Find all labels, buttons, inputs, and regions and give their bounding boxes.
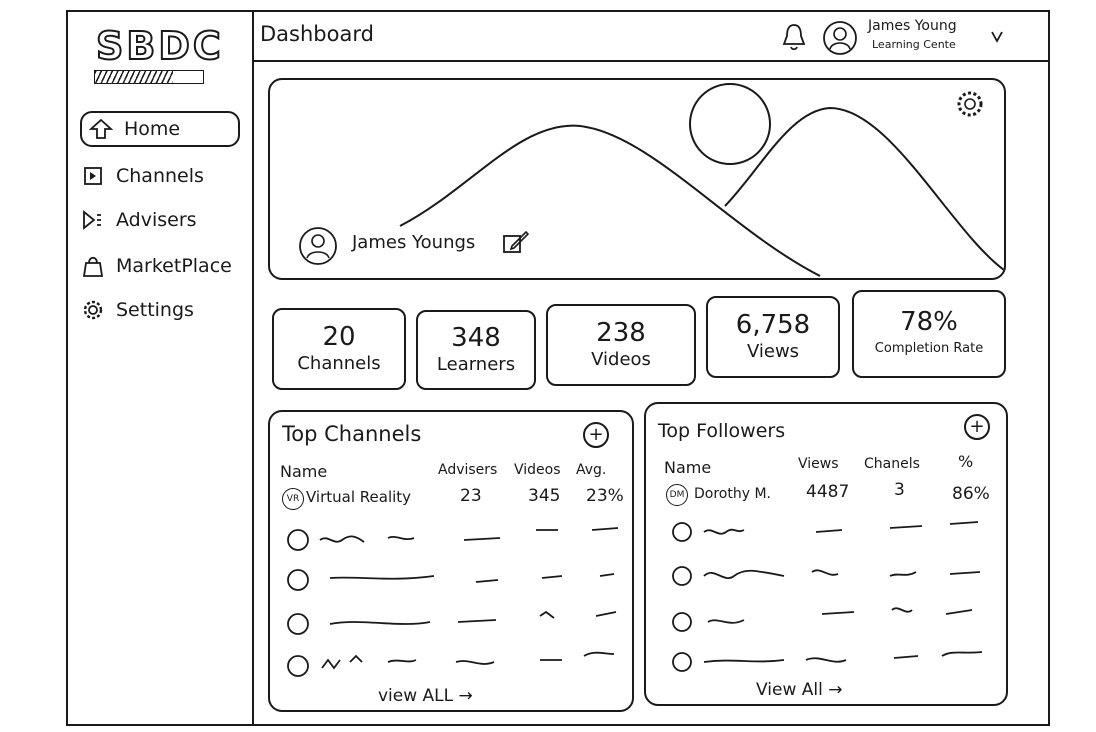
megaphone-icon (80, 207, 106, 233)
top-channels-panel (268, 410, 634, 712)
edit-icon[interactable] (502, 228, 530, 256)
sidebar-item-label: Advisers (116, 209, 197, 231)
table-cell-channels: 3 (894, 480, 905, 500)
profile-name: James Youngs (352, 232, 476, 253)
page-title: Dashboard (260, 22, 374, 46)
table-cell-name[interactable]: Dorothy M. (694, 486, 771, 502)
sidebar (66, 10, 254, 726)
view-all-followers-link[interactable]: View All → (756, 680, 843, 700)
channel-icon: VR (282, 488, 304, 510)
sidebar-item-label: Channels (116, 165, 204, 187)
stat-card-views[interactable]: 6,758 Views (706, 296, 840, 378)
gear-icon (80, 297, 106, 323)
placeholder-rows (287, 527, 619, 677)
column-header: Name (664, 458, 712, 477)
sidebar-item-advisers[interactable]: Advisers (80, 202, 197, 238)
top-followers-title: Top Followers (658, 420, 786, 442)
logo-progress-bar (94, 70, 204, 84)
sidebar-item-marketplace[interactable]: MarketPlace (80, 248, 232, 284)
column-header: Avg. (576, 462, 607, 478)
column-header: Advisers (438, 462, 498, 478)
top-bar (254, 10, 1050, 62)
stat-label: Completion Rate (874, 341, 984, 356)
table-cell-advisers: 23 (460, 486, 482, 506)
profile-banner: James Youngs (268, 78, 1006, 280)
user-organization: Learning Cente (872, 38, 956, 51)
column-header: Videos (514, 462, 561, 478)
follower-avatar: DM (666, 484, 688, 506)
column-header: Chanels (864, 456, 920, 472)
column-header: Name (280, 462, 328, 481)
sidebar-item-settings[interactable]: Settings (80, 292, 194, 328)
shopping-bag-icon (80, 253, 106, 279)
top-followers-panel (644, 402, 1008, 706)
table-cell-name[interactable]: Virtual Reality (306, 488, 412, 506)
banner-settings-icon[interactable] (954, 88, 986, 120)
table-cell-avg: 23% (586, 486, 624, 506)
channel-icon (80, 163, 106, 189)
stat-value: 348 (451, 323, 501, 353)
add-follower-button[interactable]: + (964, 414, 990, 440)
sidebar-item-channels[interactable]: Channels (80, 158, 204, 194)
top-channels-title: Top Channels (282, 422, 422, 446)
table-cell-percent: 86% (952, 484, 990, 504)
sidebar-item-label: Settings (116, 299, 194, 321)
profile-avatar (298, 226, 338, 266)
sidebar-item-label: MarketPlace (116, 255, 232, 277)
stat-label: Channels (297, 353, 381, 374)
sidebar-item-home[interactable]: Home (80, 111, 240, 147)
stat-label: Views (746, 341, 800, 362)
view-all-channels-link[interactable]: view ALL → (378, 686, 473, 706)
banner-image-placeholder (399, 83, 1004, 277)
stat-label: Learners (436, 354, 516, 375)
sidebar-item-label: Home (124, 118, 181, 140)
user-name: James Young (868, 18, 957, 34)
column-header: Views (798, 456, 839, 472)
stat-label: Videos (591, 349, 651, 370)
stat-value: 78% (900, 307, 958, 337)
table-cell-views: 4487 (806, 482, 850, 502)
bell-icon[interactable] (780, 22, 808, 52)
stat-value: 238 (596, 318, 646, 348)
app-frame (66, 10, 1050, 726)
stat-card-completion-rate[interactable]: 78% Completion Rate (852, 290, 1006, 378)
stat-card-channels[interactable]: 20 Channels (272, 308, 406, 390)
stat-value: 6,758 (735, 310, 811, 340)
chevron-down-icon[interactable] (990, 28, 1004, 43)
stat-value: 20 (322, 322, 356, 352)
column-header: % (958, 452, 974, 471)
avatar[interactable] (822, 20, 858, 56)
home-icon (88, 116, 114, 142)
add-channel-button[interactable]: + (583, 422, 609, 448)
app-logo: SBDC (95, 24, 224, 68)
table-cell-videos: 345 (528, 486, 561, 506)
stat-card-videos[interactable]: 238 Videos (546, 304, 696, 386)
placeholder-rows (672, 521, 983, 672)
stat-card-learners[interactable]: 348 Learners (416, 310, 536, 390)
